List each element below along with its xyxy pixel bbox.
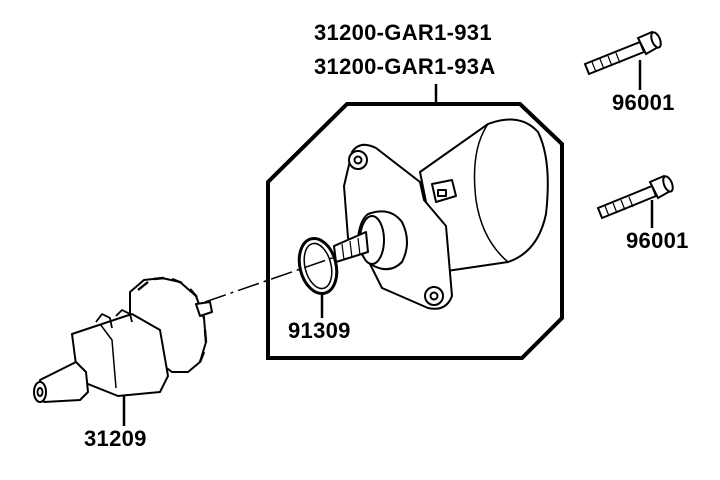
o-ring-part <box>297 236 339 296</box>
bolt-bottom-part-number[interactable]: 96001 <box>626 228 689 253</box>
bolt-top-part <box>583 30 662 76</box>
assembly-axis-line <box>204 255 339 303</box>
assembly-part-number-2[interactable]: 31200-GAR1-93A <box>314 54 496 79</box>
o-ring-part-number[interactable]: 91309 <box>288 318 351 343</box>
assembly-boundary <box>266 102 564 360</box>
bolt-bottom-part <box>596 174 674 220</box>
starter-motor-part <box>333 118 549 310</box>
starter-drive-part <box>33 276 213 403</box>
assembly-part-number-1[interactable]: 31200-GAR1-931 <box>314 20 492 45</box>
bolt-top-part-number[interactable]: 96001 <box>612 90 675 115</box>
drive-part-number[interactable]: 31209 <box>84 426 147 451</box>
